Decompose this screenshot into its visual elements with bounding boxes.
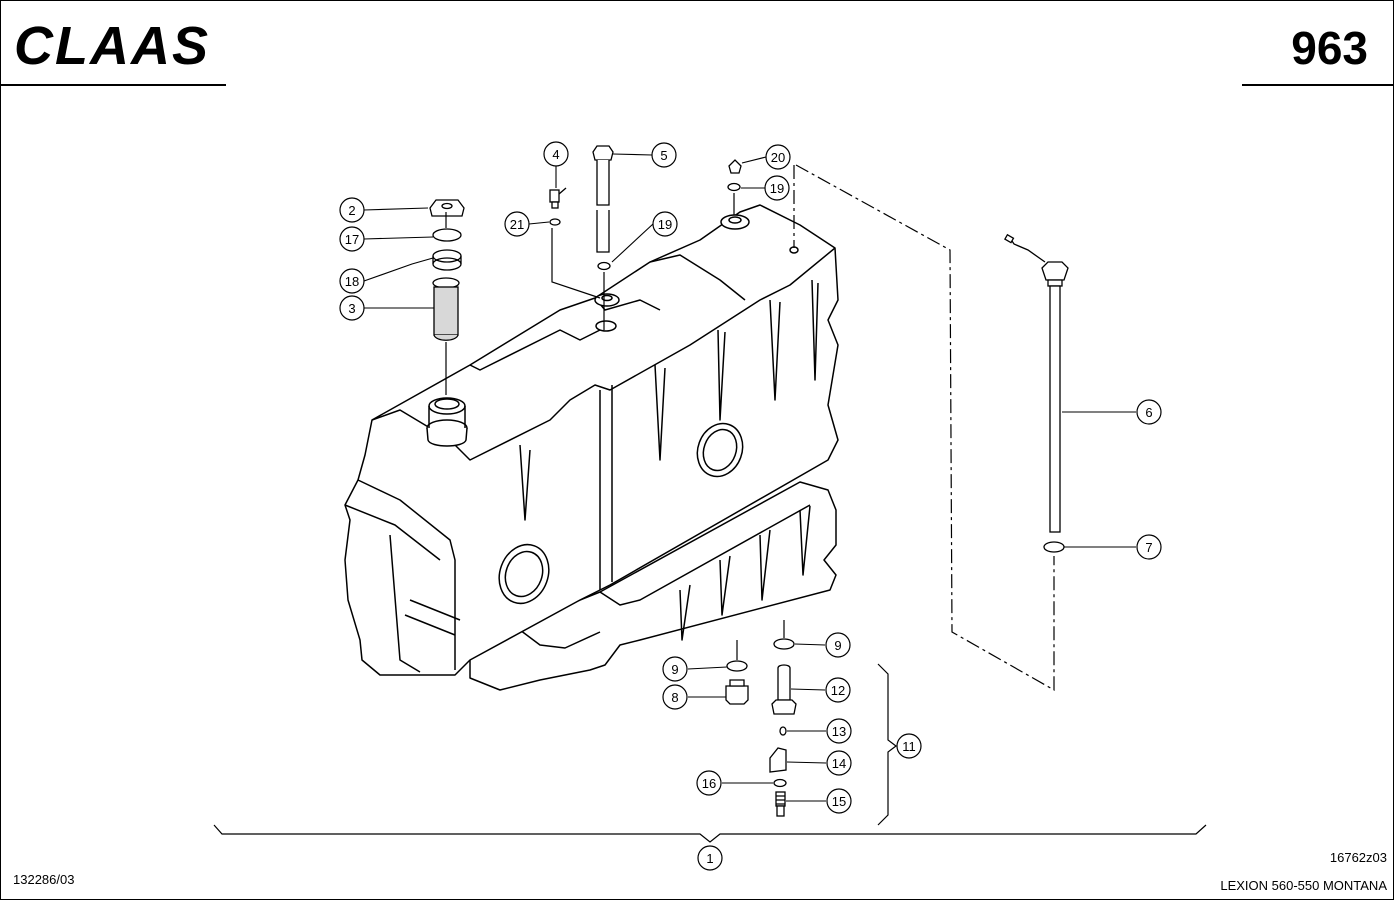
callout-11: 11 — [896, 733, 922, 759]
drawing-reference: 16762z03 — [1330, 850, 1387, 865]
callout-13: 13 — [826, 718, 852, 744]
svg-text:21: 21 — [510, 217, 524, 232]
part-drain-plug-8 — [725, 685, 749, 705]
bracket-assembly-1 — [213, 824, 1207, 843]
callout-9-left: 9 — [662, 656, 688, 682]
part-level-sender-6 — [1004, 233, 1069, 533]
callout-3: 3 — [339, 295, 365, 321]
page-number: 963 — [1291, 22, 1368, 74]
callout-2: 2 — [339, 197, 365, 223]
doc-number: 132286/03 — [13, 872, 74, 887]
svg-text:18: 18 — [345, 274, 359, 289]
svg-text:17: 17 — [345, 232, 359, 247]
part-fitting-15 — [775, 791, 786, 817]
part-seal-ring-17 — [432, 228, 462, 242]
part-clip-14 — [769, 747, 787, 773]
callout-5: 5 — [651, 142, 677, 168]
svg-text:13: 13 — [832, 724, 846, 739]
svg-text:19: 19 — [770, 181, 784, 196]
svg-text:2: 2 — [348, 203, 355, 218]
part-ring-13 — [779, 726, 787, 736]
svg-text:1: 1 — [706, 851, 713, 866]
callout-12: 12 — [825, 677, 851, 703]
callout-8: 8 — [662, 684, 688, 710]
part-seal-7 — [1043, 541, 1065, 553]
svg-text:3: 3 — [348, 301, 355, 316]
callout-19-right: 19 — [764, 175, 790, 201]
assembly-line-sensor — [551, 228, 601, 299]
callout-7: 7 — [1136, 534, 1162, 560]
svg-text:8: 8 — [671, 690, 678, 705]
part-drain-valve-12 — [771, 664, 797, 715]
part-drain-plug-8-thread — [729, 679, 745, 687]
part-filler-cap — [429, 199, 465, 217]
svg-text:9: 9 — [671, 662, 678, 677]
callout-6: 6 — [1136, 399, 1162, 425]
callouts: 2 17 18 3 4 21 5 19 20 19 6 7 9 9 8 12 1… — [339, 141, 1162, 871]
leader-lines — [363, 153, 1136, 802]
part-seal-9-left — [726, 660, 748, 672]
callout-21: 21 — [504, 211, 530, 237]
part-plug-20 — [728, 159, 742, 174]
svg-text:4: 4 — [552, 147, 559, 162]
callout-20: 20 — [765, 144, 791, 170]
callout-18: 18 — [339, 268, 365, 294]
part-seal-9-right — [773, 638, 795, 650]
part-sensor-4 — [549, 187, 567, 209]
brand-logo: CLAAS — [14, 16, 210, 76]
callout-9-right: 9 — [825, 632, 851, 658]
part-strainer-3 — [432, 277, 460, 341]
callout-15: 15 — [826, 788, 852, 814]
assembly-line-sender — [793, 164, 1055, 692]
part-pipe-5 — [592, 145, 614, 253]
svg-text:11: 11 — [902, 739, 916, 754]
part-ring-18 — [432, 249, 462, 271]
callout-1: 1 — [697, 845, 723, 871]
svg-text:19: 19 — [658, 217, 672, 232]
svg-text:15: 15 — [832, 794, 846, 809]
svg-text:12: 12 — [831, 683, 845, 698]
callout-4: 4 — [543, 141, 569, 167]
part-ring-16 — [773, 778, 787, 788]
bracket-assembly-11 — [877, 663, 897, 826]
svg-text:6: 6 — [1145, 405, 1152, 420]
svg-text:5: 5 — [660, 148, 667, 163]
callout-16: 16 — [696, 770, 722, 796]
callout-19-top: 19 — [652, 211, 678, 237]
svg-text:14: 14 — [832, 756, 846, 771]
callout-14: 14 — [826, 750, 852, 776]
part-ring-19-right — [727, 182, 741, 192]
model-name: LEXION 560-550 MONTANA — [1220, 878, 1387, 893]
part-ring-21 — [549, 218, 561, 226]
svg-text:9: 9 — [834, 638, 841, 653]
svg-text:16: 16 — [702, 776, 716, 791]
svg-text:20: 20 — [771, 150, 785, 165]
callout-17: 17 — [339, 226, 365, 252]
part-ring-19-top — [597, 261, 611, 271]
fuel-tank — [344, 204, 839, 691]
svg-text:7: 7 — [1145, 540, 1152, 555]
